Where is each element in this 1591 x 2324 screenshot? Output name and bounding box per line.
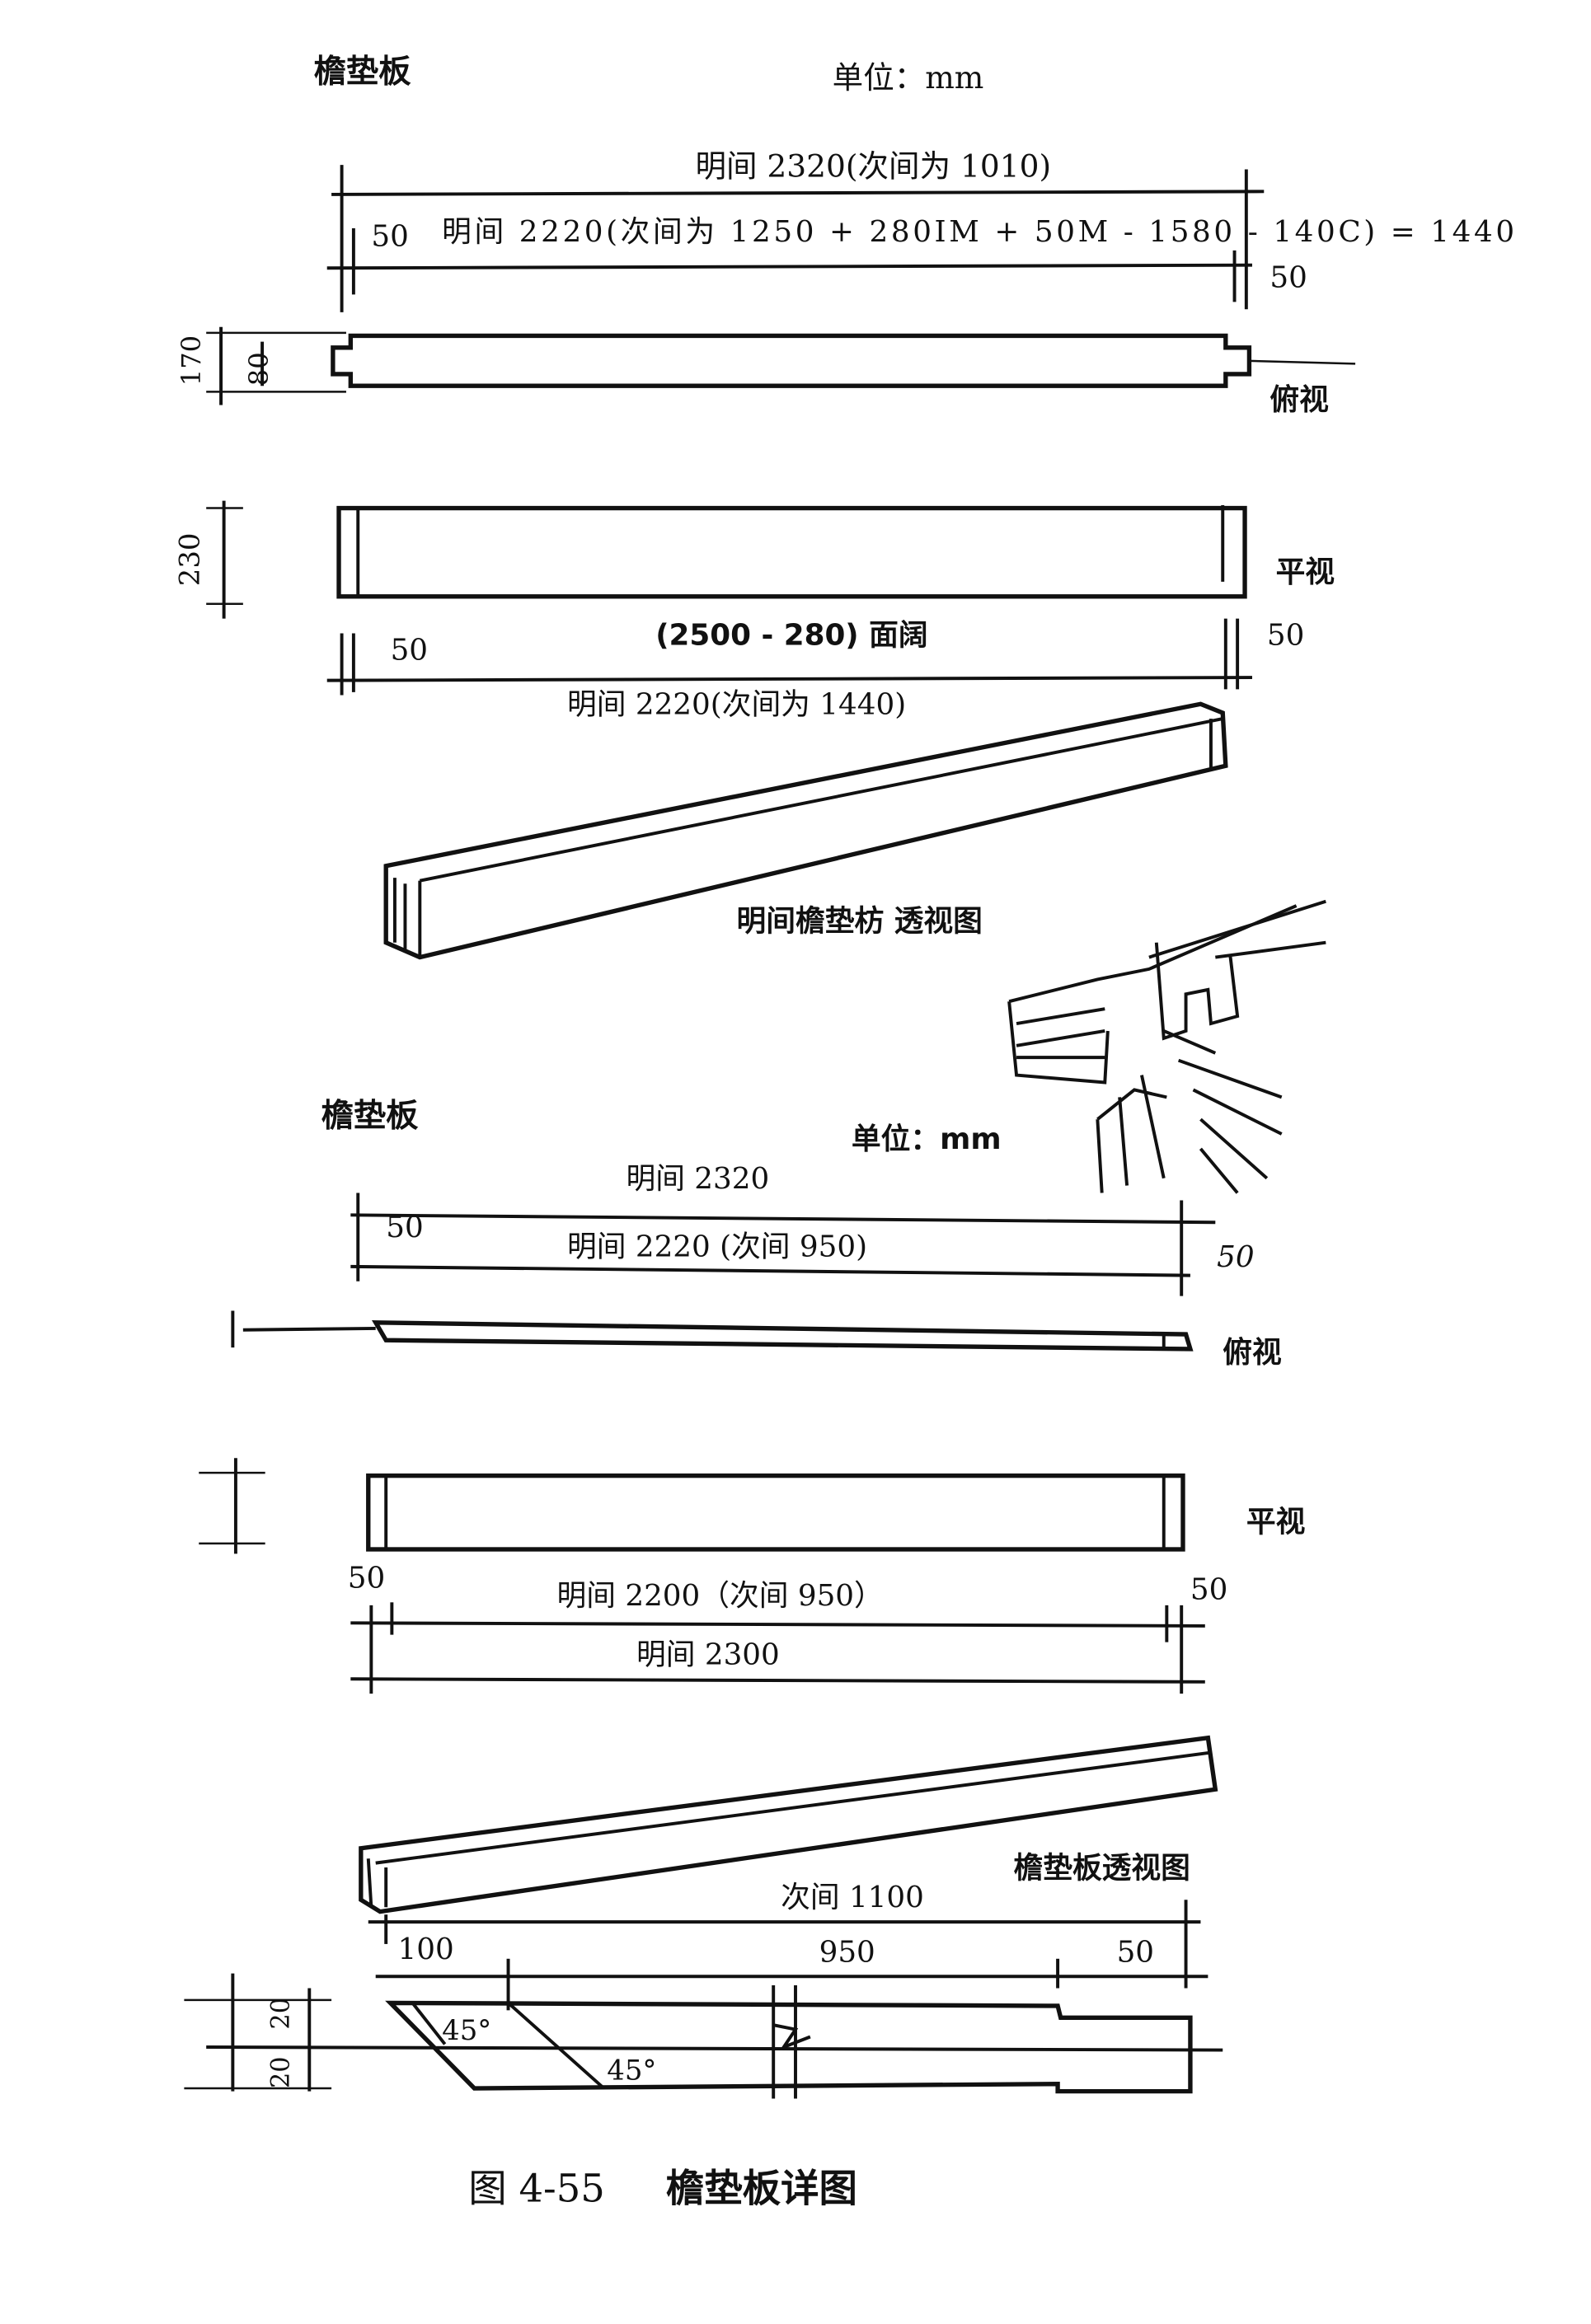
joint-detail-dims [368,1900,1209,2011]
top-beam-perspective [383,701,1228,960]
top-dim-170: 170 [176,335,207,386]
top-elev-label: 平视 [1276,555,1335,589]
bottom-dim-elev-right-50: 50 [1190,1573,1227,1607]
bottom-dim-20-bottom: 20 [266,2056,295,2088]
bottom-dim-inner: 明间 2220 (次间 950) [567,1230,867,1263]
top-title: 檐垫板 [314,54,412,91]
bottom-board-perspective [359,1735,1218,1914]
top-dim-face-width: (2500 - 280) 面阔 [655,619,927,653]
bottom-dim-20-top: 20 [266,1998,295,2030]
bottom-dim-elev-left-50: 50 [348,1561,385,1595]
figure-number: 图 4-55 [468,2167,605,2211]
bottom-title: 檐垫板 [321,1098,420,1135]
bottom-unit: 单位：mm [852,1122,1002,1156]
bottom-dim-elev-inner: 明间 2200（次间 950） [557,1579,884,1613]
top-dim-left-50: 50 [371,219,408,253]
top-dim-bottom-right-50: 50 [1267,619,1304,653]
top-section: 檐垫板 单位：mm 明间 2320(次间为 1010) 50 明间 2220(次… [173,54,1514,1194]
bottom-section: 檐垫板 单位：mm 明间 2320 50 明间 2220 (次间 950) 50… [184,1098,1306,2099]
bottom-dim-left-50: 50 [386,1211,423,1244]
bottom-dim-950: 950 [819,1935,875,1969]
top-dim-right-50: 50 [1270,261,1307,295]
bottom-dim-total: 明间 2320 [626,1162,769,1196]
bottom-dim-right-50: 50 [1217,1240,1254,1274]
top-dim-80: 80 [243,352,275,386]
top-dim-formula: 明间 2220(次间为 1250 + 280IM + 50M - 1580 - … [442,215,1514,249]
joinery-hand-illustration-icon [1007,899,1326,1194]
bottom-dimension-lines [350,1192,1216,1296]
top-plan-view [206,326,1356,405]
bottom-dim-100: 100 [398,1933,454,1966]
figure-caption: 图 4-55 檐垫板详图 [468,2167,857,2211]
top-perspective-label: 明间檐垫枋 透视图 [737,904,983,938]
top-dim-bottom-left-50: 50 [391,634,428,668]
bottom-elevation-view [199,1458,1185,1554]
top-elev-dims [326,618,1252,696]
top-elevation-view [206,500,1247,619]
bottom-dim-50: 50 [1117,1935,1154,1969]
figure-title: 檐垫板详图 [666,2167,857,2211]
joint-detail-drawing [184,1973,1223,2099]
angle-label-2: 45° [607,2054,656,2087]
top-unit: 单位：mm [833,59,984,96]
bottom-dim-elev-total: 明间 2300 [636,1638,780,1671]
bottom-elev-label: 平视 [1246,1506,1306,1539]
bottom-plan-label: 俯视 [1223,1336,1282,1370]
top-plan-label: 俯视 [1270,383,1329,417]
top-dim-bottom-total: 明间 2220(次间为 1440) [567,688,906,722]
bottom-dim-side-bay: 次间 1100 [781,1881,924,1914]
bottom-elev-dims [350,1602,1205,1694]
bottom-perspective-label: 檐垫板透视图 [1013,1852,1190,1886]
angle-label-1: 45° [442,2014,491,2047]
top-dim-230: 230 [173,532,206,586]
bottom-plan-view [231,1310,1194,1352]
top-dim-total: 明间 2320(次间为 1010) [695,148,1051,184]
top-dimension-lines [326,165,1265,312]
